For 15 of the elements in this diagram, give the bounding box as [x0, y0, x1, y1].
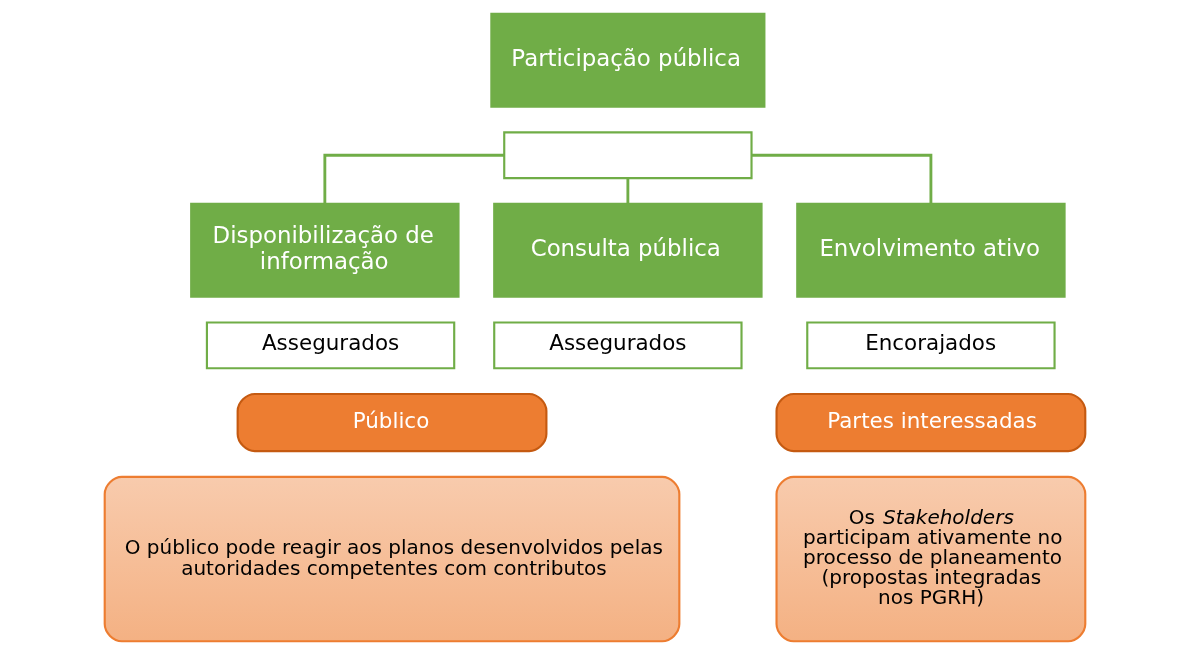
node-box — [502, 131, 753, 180]
connector — [322, 153, 504, 204]
node-box: Encorajados — [805, 321, 1056, 370]
node-box: Envolvimento ativo — [795, 202, 1066, 298]
node-box: Assegurados — [492, 321, 743, 370]
node-box: Assegurados — [205, 321, 455, 370]
node-box: Participação pública — [489, 12, 765, 108]
node-box: Público — [236, 392, 547, 453]
node-box: Consulta pública — [492, 202, 763, 298]
connector — [625, 178, 629, 204]
node-box: O público pode reagir aos planos desenvolvidos pelas autoridades competentes com contributos — [103, 475, 680, 643]
connector — [751, 153, 932, 204]
node-box: Partes interessadas — [774, 392, 1086, 453]
node-box: Os Stakeholders participam ativamente no processo de planeamento (propostas integradas nos PGRH) — [774, 475, 1086, 643]
node-box: Disponibilização de informação — [189, 202, 460, 298]
